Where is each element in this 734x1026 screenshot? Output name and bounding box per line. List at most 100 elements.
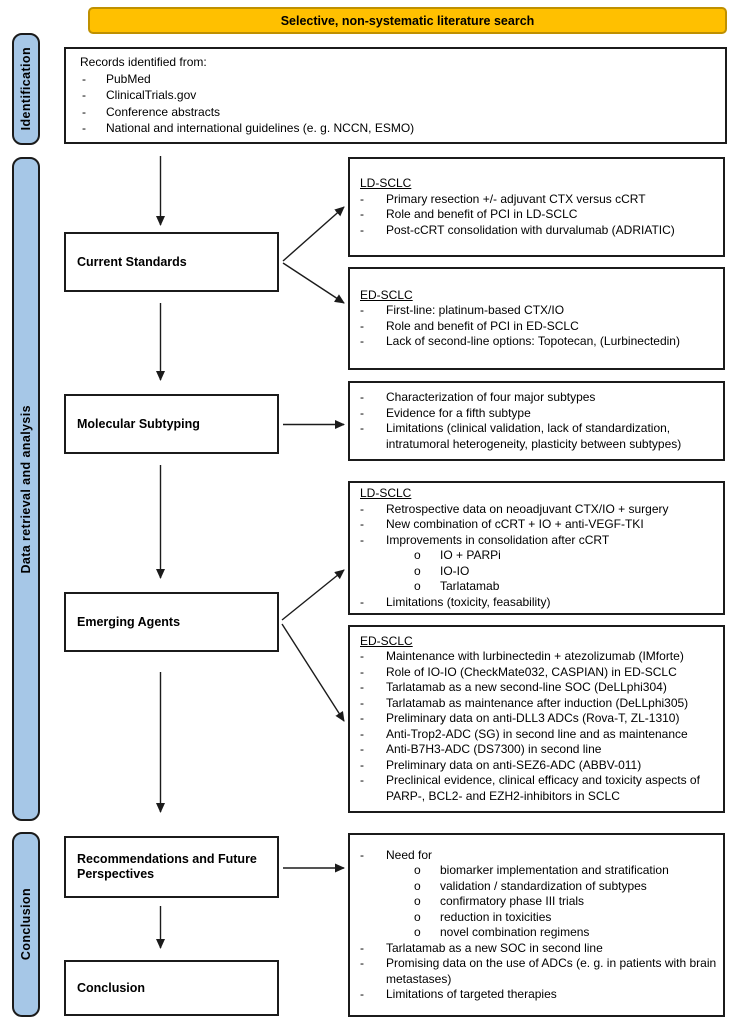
- records-item: - National and international guidelines …: [66, 120, 725, 137]
- detail-item: - Tarlatamab as a new second-line SOC (D…: [350, 680, 717, 696]
- detail-box-emerging-ld-sclc: LD-SCLC - Retrospective data on neoadjuv…: [348, 481, 725, 615]
- bullet-circle: o: [414, 925, 421, 939]
- bullet-dash: -: [360, 191, 364, 206]
- records-item-text: PubMed: [106, 71, 151, 86]
- detail-item-text: Tarlatamab as a new SOC in second line: [386, 940, 603, 955]
- detail-item-text: Lack of second-line options: Topotecan, …: [386, 334, 680, 348]
- detail-item-text: Preclinical evidence, clinical efficacy …: [386, 773, 700, 803]
- detail-subitem-text: novel combination regimens: [440, 925, 590, 939]
- bullet-dash: -: [360, 532, 364, 547]
- detail-item-text: Promising data on the use of ADCs (e. g.…: [386, 956, 717, 986]
- detail-item: - Limitations (toxicity, feasability): [350, 595, 717, 611]
- bullet-dash: -: [360, 501, 364, 516]
- flow-box-current-standards-label: Current Standards: [77, 254, 187, 269]
- sidebar-phase-data-retrieval: Data retrieval and analysis: [12, 157, 40, 821]
- detail-subitem-text: validation / standardization of subtypes: [440, 878, 647, 893]
- detail-item-text: Primary resection +/- adjuvant CTX versu…: [386, 191, 646, 206]
- records-item: - ClinicalTrials.gov: [66, 87, 725, 104]
- detail-item-text: Role of IO-IO (CheckMate032, CASPIAN) in…: [386, 664, 677, 679]
- detail-subitem: o biomarker implementation and stratific…: [350, 863, 717, 879]
- bullet-dash: -: [360, 742, 364, 757]
- detail-item: - Evidence for a fifth subtype: [350, 406, 717, 422]
- detail-item-text: Improvements in consolidation after cCRT: [386, 532, 610, 547]
- detail-item-text: First-line: platinum-based CTX/IO: [386, 303, 565, 317]
- bullet-circle: o: [414, 909, 421, 924]
- detail-item: - Promising data on the use of ADCs (e. …: [350, 956, 717, 987]
- detail-item: - Preliminary data on anti-SEZ6-ADC (ABB…: [350, 758, 717, 774]
- detail-subitem-text: IO + PARPi: [440, 548, 501, 562]
- search-banner-label: Selective, non-systematic literature sea…: [280, 13, 535, 28]
- sidebar-phase-conclusion: Conclusion: [12, 832, 40, 1017]
- detail-subitem: o IO + PARPi: [350, 548, 717, 564]
- bullet-dash: -: [360, 940, 364, 955]
- detail-item: - Preliminary data on anti-DLL3 ADCs (Ro…: [350, 711, 717, 727]
- flow-box-emerging-agents: Emerging Agents: [64, 592, 279, 652]
- sidebar-phase-conclusion-label: Conclusion: [19, 888, 33, 961]
- bullet-dash: -: [360, 405, 364, 420]
- flow-box-current-standards: Current Standards: [64, 232, 279, 292]
- detail-item-text: Evidence for a fifth subtype: [386, 405, 531, 420]
- bullet-dash: -: [360, 664, 364, 679]
- detail-heading: LD-SCLC: [360, 176, 412, 190]
- detail-heading: ED-SCLC: [360, 633, 413, 648]
- detail-item-text: Preliminary data on anti-DLL3 ADCs (Rova…: [386, 711, 680, 726]
- detail-item-text: Limitations (toxicity, feasability): [386, 594, 551, 609]
- detail-subitem-text: confirmatory phase III trials: [440, 894, 585, 908]
- bullet-dash: -: [360, 757, 364, 772]
- flow-box-recommendations-label: Recommendations and Future Perspectives: [77, 852, 257, 881]
- detail-subitem: o validation / standardization of subtyp…: [350, 879, 717, 895]
- detail-item-text: Tarlatamab as a new second-line SOC (DeL…: [386, 680, 667, 695]
- flow-box-molecular-subtyping: Molecular Subtyping: [64, 394, 279, 454]
- detail-item-text: Anti-Trop2-ADC (SG) in second line and a…: [386, 726, 688, 741]
- detail-item-text: Anti-B7H3-ADC (DS7300) in second line: [386, 742, 602, 757]
- detail-box-standards-ld-sclc: LD-SCLC - Primary resection +/- adjuvant…: [348, 157, 725, 257]
- records-item: - Conference abstracts: [66, 104, 725, 121]
- bullet-dash: -: [360, 680, 364, 695]
- detail-item: - Limitations of targeted therapies: [350, 987, 717, 1003]
- flow-box-molecular-subtyping-label: Molecular Subtyping: [77, 416, 200, 431]
- detail-item: - Tarlatamab as maintenance after induct…: [350, 696, 717, 712]
- detail-item-text: Role and benefit of PCI in LD-SCLC: [386, 207, 578, 221]
- arrow-emerging-agents-to-ld-detail: [281, 569, 345, 621]
- detail-item-text: Need for: [386, 847, 433, 862]
- detail-subitem: o novel combination regimens: [350, 925, 717, 941]
- bullet-dash: -: [360, 773, 364, 788]
- sidebar-phase-identification: Identification: [12, 33, 40, 145]
- bullet-dash: -: [360, 594, 364, 609]
- detail-item: - Primary resection +/- adjuvant CTX ver…: [350, 192, 717, 208]
- detail-heading: ED-SCLC: [360, 287, 413, 302]
- detail-subitem: o IO-IO: [350, 564, 717, 580]
- detail-item-text: Preliminary data on anti-SEZ6-ADC (ABBV-…: [386, 757, 642, 772]
- arrow-current-standards-to-ld-detail: [282, 206, 345, 262]
- bullet-circle: o: [414, 579, 421, 593]
- detail-item-text: Role and benefit of PCI in ED-SCLC: [386, 318, 579, 333]
- flow-box-recommendations: Recommendations and Future Perspectives: [64, 836, 279, 898]
- detail-item: - Characterization of four major subtype…: [350, 390, 717, 406]
- detail-item-text: Limitations (clinical validation, lack o…: [386, 421, 682, 451]
- bullet-dash: -: [360, 711, 364, 726]
- detail-box-subtyping: - Characterization of four major subtype…: [348, 381, 725, 461]
- bullet-dash: -: [360, 517, 364, 531]
- sidebar-phase-data-retrieval-label: Data retrieval and analysis: [19, 404, 33, 574]
- detail-item: - Limitations (clinical validation, lack…: [350, 421, 717, 452]
- detail-item: - Role and benefit of PCI in LD-SCLC: [350, 207, 717, 223]
- records-item-text: ClinicalTrials.gov: [106, 88, 197, 103]
- detail-subitem-text: reduction in toxicities: [440, 909, 552, 924]
- bullet-circle: o: [414, 894, 421, 908]
- detail-item: - Post-cCRT consolidation with durvaluma…: [350, 223, 717, 239]
- detail-item: - Lack of second-line options: Topotecan…: [350, 334, 717, 350]
- detail-subitem-text: biomarker implementation and stratificat…: [440, 863, 669, 877]
- detail-item: - Improvements in consolidation after cC…: [350, 533, 717, 549]
- arrow-emerging-agents-to-ed-detail: [281, 623, 345, 722]
- detail-box-recommendations: - Need for o biomarker implementation an…: [348, 833, 725, 1017]
- detail-item-text: Characterization of four major subtypes: [386, 390, 596, 404]
- detail-item-text: Retrospective data on neoadjuvant CTX/IO…: [386, 501, 669, 516]
- bullet-dash: -: [360, 334, 364, 348]
- detail-item: - First-line: platinum-based CTX/IO: [350, 303, 717, 319]
- detail-item: - Anti-B7H3-ADC (DS7300) in second line: [350, 742, 717, 758]
- search-banner: Selective, non-systematic literature sea…: [88, 7, 727, 34]
- detail-item: - Role and benefit of PCI in ED-SCLC: [350, 319, 717, 335]
- bullet-dash: -: [360, 649, 364, 664]
- bullet-circle: o: [414, 548, 421, 562]
